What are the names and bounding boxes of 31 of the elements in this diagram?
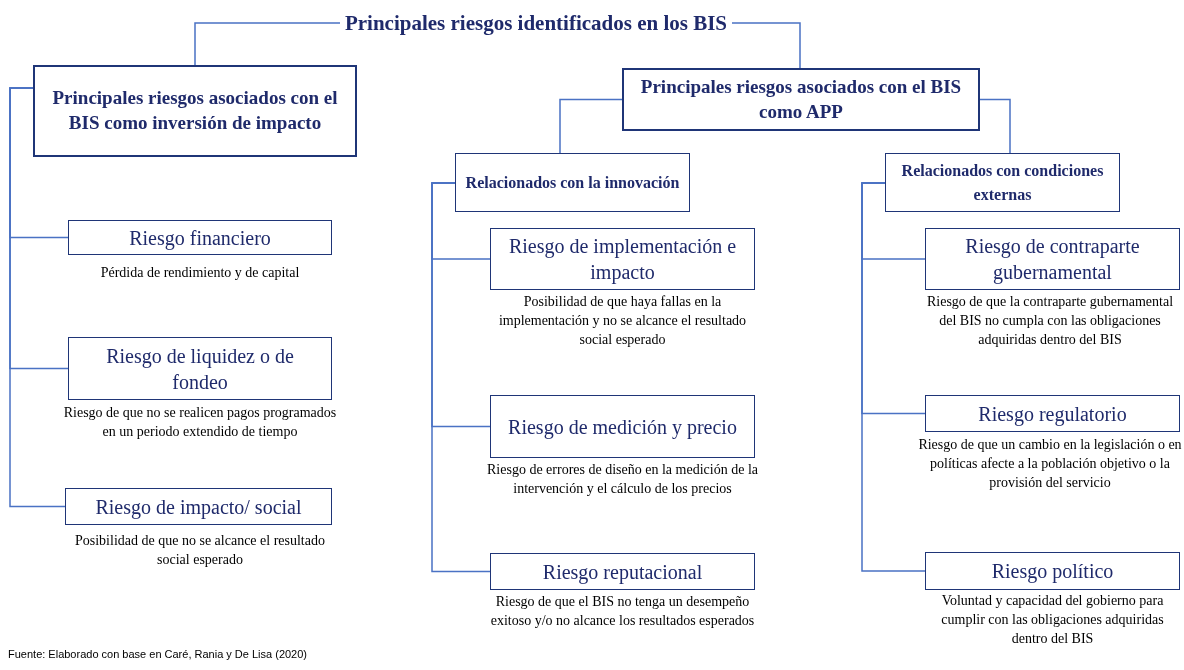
- risk-box: Riesgo reputacional: [490, 553, 755, 590]
- risk-box: Riesgo de liquidez o de fondeo: [68, 337, 332, 400]
- risk-box: Riesgo de impacto/ social: [65, 488, 332, 525]
- risk-description: Riesgo de que no se realicen pagos programados en un periodo extendido de tiempo: [62, 404, 338, 441]
- connector-line: [559, 98, 623, 154]
- connector-line: [9, 87, 66, 508]
- category-box: Principales riesgos asociados con el BIS como APP: [622, 68, 980, 131]
- risk-box: Riesgo político: [925, 552, 1180, 590]
- risk-description: Riesgo de que un cambio en la legislación o en políticas afecte a la población objetivo o la provisión del servicio: [918, 436, 1182, 492]
- risk-box: Riesgo financiero: [68, 220, 332, 255]
- connector-line: [861, 182, 926, 572]
- risk-description: Posibilidad de que no se alcance el resultado social esperado: [74, 532, 326, 569]
- risk-description: Riesgo de que la contraparte gubernamental del BIS no cumpla con las obligaciones adquiridas dentro del BIS: [925, 293, 1175, 349]
- connector-line: [979, 98, 1011, 154]
- risk-description: Pérdida de rendimiento y de capital: [99, 264, 301, 282]
- risk-description: Riesgo de errores de diseño en la medición de la intervención y el cálculo de los precios: [486, 461, 759, 498]
- category-box: Principales riesgos asociados con el BIS como inversión de impacto: [33, 65, 357, 157]
- risk-box: Riesgo de implementación e impacto: [490, 228, 755, 290]
- connector-line: [731, 22, 801, 69]
- risk-description: Posibilidad de que haya fallas en la implementación y no se alcance el resultado social esperado: [497, 293, 748, 349]
- subcategory-box: Relacionados con la innovación: [455, 153, 690, 212]
- risk-box: Riesgo regulatorio: [925, 395, 1180, 432]
- risk-box: Riesgo de medición y precio: [490, 395, 755, 458]
- connector-line: [431, 182, 491, 573]
- connector-line: [194, 22, 341, 66]
- risk-description: Riesgo de que el BIS no tenga un desempeño exitoso y/o no alcance los resultados esperados: [489, 593, 756, 630]
- title-text: Principales riesgos identificados en los BIS: [340, 8, 732, 38]
- risk-description: Voluntad y capacidad del gobierno para cumplir con las obligaciones adquiridas dentro del BIS: [940, 592, 1165, 648]
- subcategory-box: Relacionados con condiciones externas: [885, 153, 1120, 212]
- source-caption: Fuente: Elaborado con base en Caré, Rania y De Lisa (2020): [8, 647, 307, 662]
- risk-box: Riesgo de contraparte gubernamental: [925, 228, 1180, 290]
